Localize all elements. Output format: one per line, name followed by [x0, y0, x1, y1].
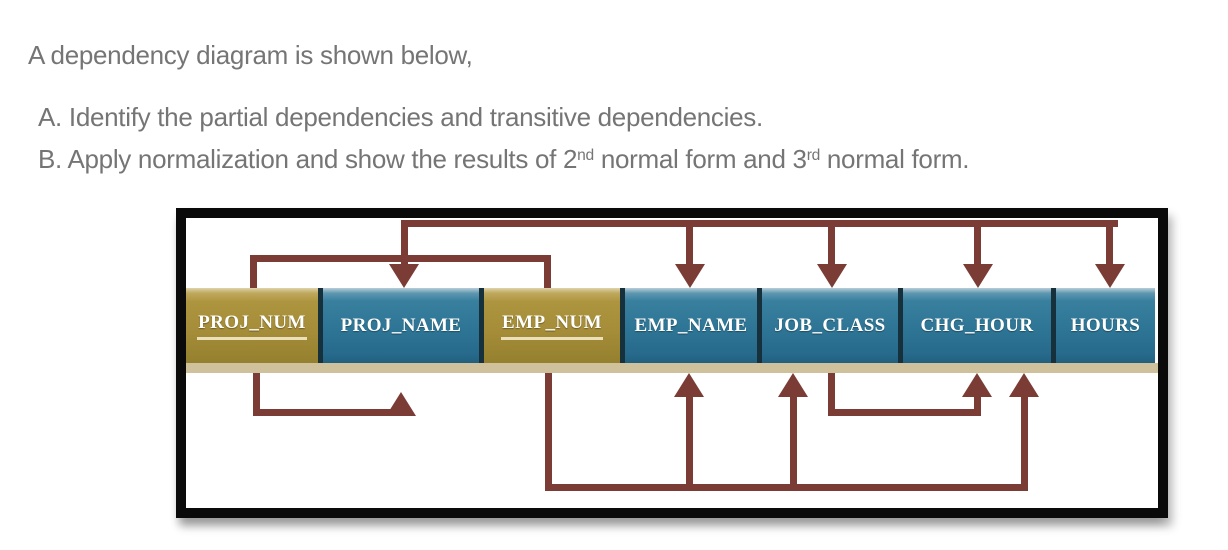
dependency-line-0	[403, 220, 1118, 227]
dependency-line-12	[545, 484, 1028, 491]
arrowhead-down-4	[1095, 264, 1125, 288]
dependency-line-3	[828, 220, 835, 265]
arrowhead-down-1	[675, 264, 705, 288]
dependency-line-7	[250, 255, 257, 288]
field-box-job_class: JOB_CLASS	[762, 288, 898, 363]
field-label-proj_name: PROJ_NAME	[340, 314, 462, 336]
dependency-line-8	[544, 255, 551, 288]
field-label-emp_num: EMP_NUM	[501, 312, 603, 340]
arrowhead-up-6	[674, 373, 704, 397]
dependency-line-11	[545, 373, 552, 491]
intro-text: A dependency diagram is shown below,	[28, 40, 473, 70]
field-box-chg_hour: CHG_HOUR	[903, 288, 1051, 363]
field-box-emp_num: EMP_NUM	[484, 288, 620, 363]
dependency-line-18	[974, 397, 981, 416]
dependency-line-14	[790, 397, 797, 491]
arrowhead-up-5	[386, 392, 416, 416]
field-label-job_class: JOB_CLASS	[774, 314, 886, 336]
arrowhead-down-0	[389, 264, 419, 288]
field-box-hours: HOURS	[1056, 288, 1155, 363]
field-label-emp_name: EMP_NAME	[634, 314, 748, 336]
question-item-b: B. Apply normalization and show the resu…	[38, 144, 970, 175]
dependency-line-16	[828, 373, 835, 416]
item-b-superscript-nd: nd	[577, 147, 594, 165]
dependency-line-17	[828, 409, 981, 416]
field-label-hours: HOURS	[1070, 314, 1141, 336]
dependency-line-2	[686, 220, 693, 265]
arrowhead-down-2	[817, 264, 847, 288]
arrowhead-up-8	[962, 373, 992, 397]
dependency-line-15	[1021, 397, 1028, 491]
dependency-line-4	[974, 220, 981, 265]
item-b-suffix: normal form.	[819, 144, 970, 174]
dependency-line-10	[253, 409, 406, 416]
dependency-diagram-frame: PROJ_NUM PROJ_NAME EMP_NUM EMP_NAME JOB_CLAS…	[176, 208, 1168, 518]
arrowhead-down-3	[963, 264, 993, 288]
dependency-line-1	[401, 220, 408, 265]
table-row-shadow	[186, 363, 1158, 373]
dependency-line-6	[250, 255, 551, 262]
arrowhead-up-9	[1009, 373, 1039, 397]
field-box-emp_name: EMP_NAME	[625, 288, 757, 363]
arrowhead-up-7	[778, 373, 808, 397]
field-label-chg_hour: CHG_HOUR	[920, 314, 1034, 336]
dependency-line-13	[686, 397, 693, 491]
field-box-proj_num: PROJ_NUM	[186, 288, 318, 363]
item-b-prefix: B. Apply normalization and show the resu…	[38, 144, 578, 174]
item-b-superscript-rd: rd	[806, 147, 821, 165]
field-box-proj_name: PROJ_NAME	[323, 288, 479, 363]
item-b-mid: normal form and 3	[593, 144, 807, 174]
field-label-proj_num: PROJ_NUM	[197, 312, 307, 340]
question-item-a: A. Identify the partial dependencies and…	[38, 102, 763, 132]
dependency-line-5	[1106, 220, 1113, 265]
dependency-line-9	[253, 373, 260, 416]
